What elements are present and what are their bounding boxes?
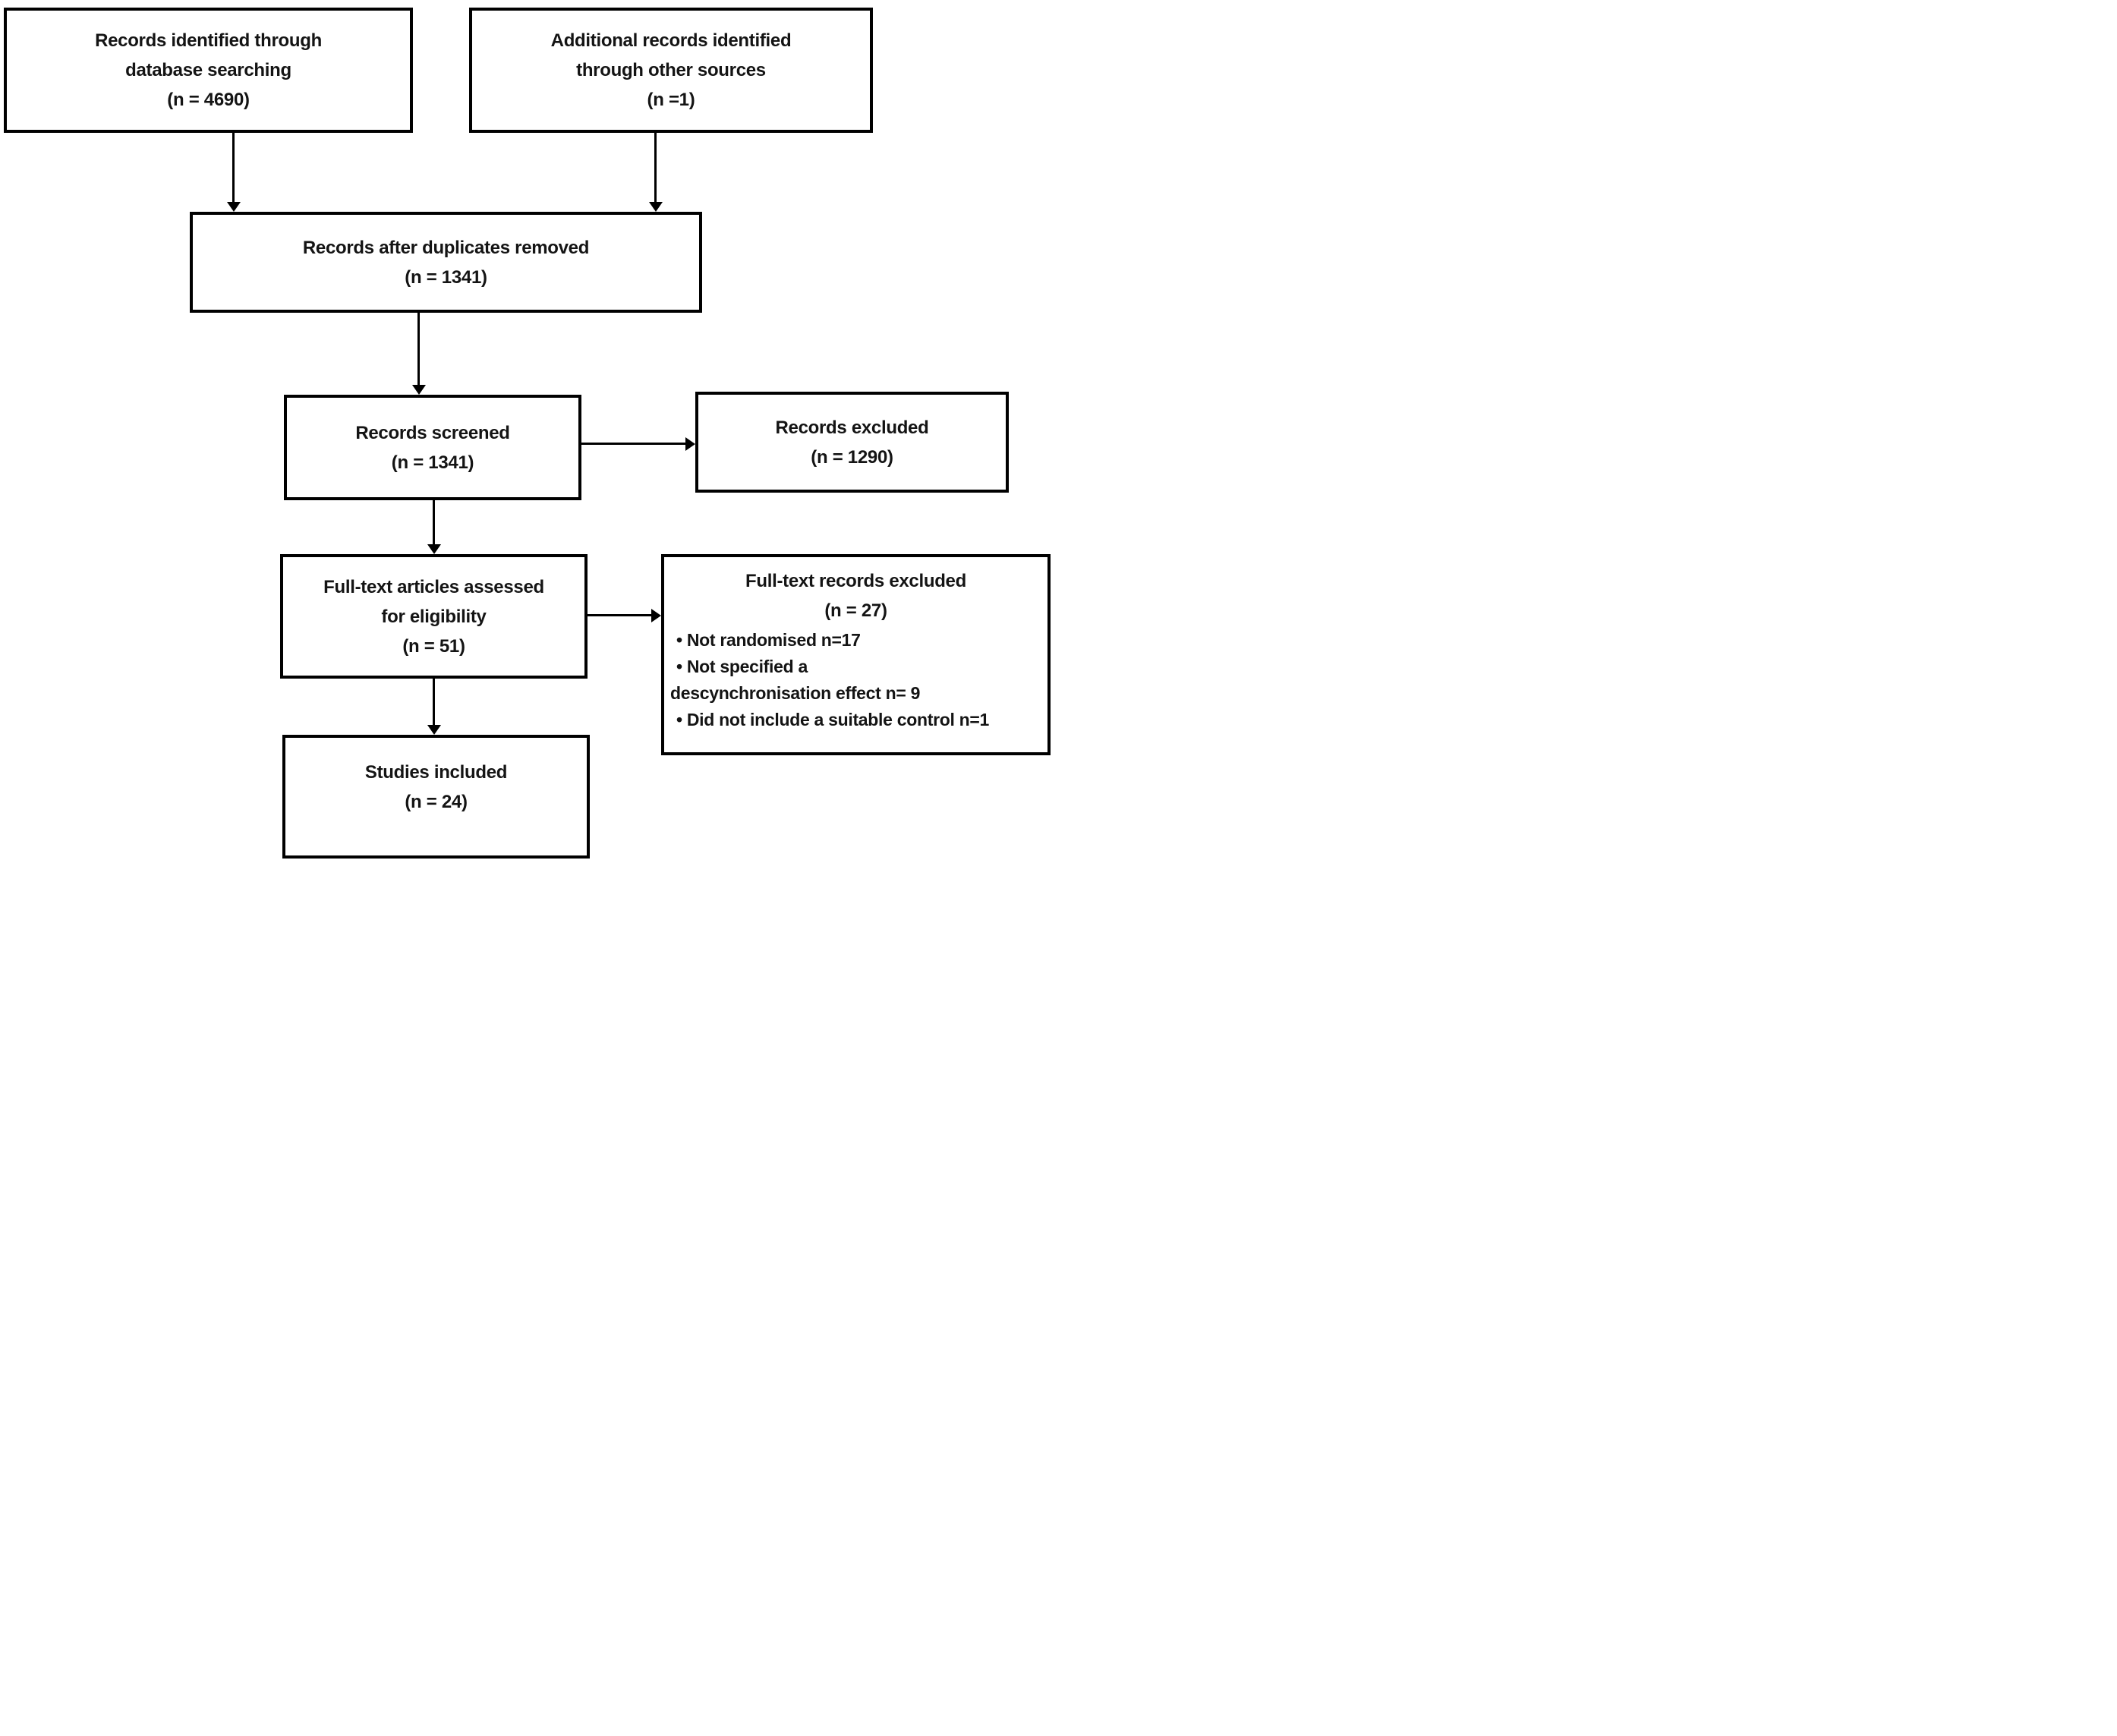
box-count-label: (n = 1341) (405, 266, 487, 288)
arrow-other-sources-to-duplicates (649, 133, 663, 212)
arrow-shaft (588, 614, 652, 616)
arrow-shaft (581, 443, 686, 445)
box-text-line: Studies included (364, 762, 508, 783)
box-count-label: (n = 24) (405, 792, 468, 812)
box-additional-records-other-sources: Additional records identified through ot… (469, 8, 873, 133)
box-text-line: Additional records identified (550, 30, 792, 51)
exclusion-header: Full-text records excluded (n = 27) (664, 566, 1047, 625)
exclusion-reason-item: • Not specified a (676, 657, 808, 676)
arrow-shaft (433, 500, 435, 545)
box-text-line: through other sources (576, 60, 766, 80)
box-text-line: Records identified through (95, 30, 322, 51)
arrow-shaft (232, 133, 235, 203)
arrow-fulltext-to-fulltext-excluded (588, 609, 661, 622)
box-text-line: Full-text records excluded (745, 571, 966, 591)
prisma-flow-diagram: Records identified through database sear… (0, 0, 1059, 868)
box-fulltext-articles-assessed: Full-text articles assessed for eligibil… (280, 554, 588, 679)
arrow-duplicates-to-screened (412, 313, 426, 395)
exclusion-reason-item: • Did not include a suitable control n=1 (676, 710, 990, 729)
box-count-label: (n = 27) (824, 600, 887, 621)
exclusion-reasons-list: • Not randomised n=17 • Not specified a … (664, 625, 1047, 733)
box-text-line: Full-text articles assessed (323, 576, 544, 597)
exclusion-reason-item-wrap: descynchronisation effect n= 9 (670, 683, 921, 703)
box-records-excluded: Records excluded (n = 1290) (695, 392, 1009, 493)
box-count-label: (n = 1290) (811, 446, 893, 468)
box-studies-included: Studies included (n = 24) (282, 735, 590, 859)
arrow-shaft (654, 133, 657, 203)
arrow-database-to-duplicates (227, 133, 241, 212)
arrowhead-right-icon (685, 437, 695, 451)
arrowhead-right-icon (651, 609, 661, 622)
arrow-shaft (417, 313, 420, 386)
arrowhead-down-icon (649, 202, 663, 212)
box-count-label: (n = 1341) (391, 452, 474, 473)
arrow-shaft (433, 679, 435, 726)
box-text-line: for eligibility (381, 606, 487, 627)
arrowhead-down-icon (227, 202, 241, 212)
box-records-after-duplicates-removed: Records after duplicates removed (n = 13… (190, 212, 702, 313)
arrowhead-down-icon (412, 385, 426, 395)
box-fulltext-records-excluded: Full-text records excluded (n = 27) • No… (661, 554, 1051, 755)
box-text-line: Records excluded (775, 417, 929, 438)
box-count-label: (n =1) (647, 90, 695, 110)
box-text-line: Records screened (355, 422, 510, 443)
arrow-fulltext-to-included (427, 679, 441, 735)
box-count-label: (n = 4690) (167, 90, 250, 110)
arrowhead-down-icon (427, 544, 441, 554)
box-text-line: database searching (125, 60, 291, 80)
arrow-screened-to-fulltext (427, 500, 441, 554)
box-text-line: Records after duplicates removed (302, 237, 590, 258)
box-count-label: (n = 51) (402, 635, 465, 657)
arrowhead-down-icon (427, 725, 441, 735)
arrow-screened-to-excluded (581, 437, 695, 451)
exclusion-reason-item: • Not randomised n=17 (676, 630, 861, 650)
box-records-identified-database: Records identified through database sear… (4, 8, 413, 133)
box-records-screened: Records screened (n = 1341) (284, 395, 581, 500)
